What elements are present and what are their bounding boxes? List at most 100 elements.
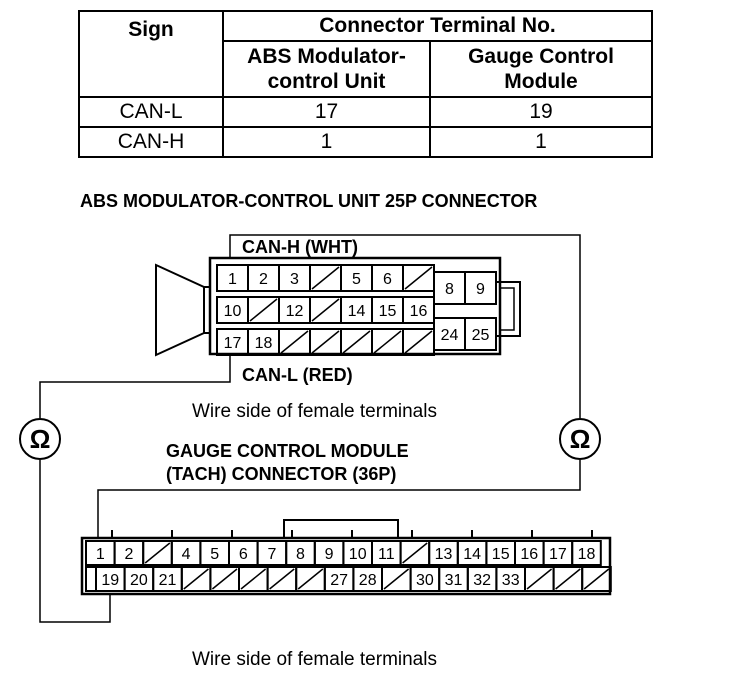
gauge-r2-10-label: 28 [359,572,377,589]
gauge-r2-4-blank-slash [183,568,209,590]
gauge-r2-12-label: 30 [416,572,434,589]
header-abs-unit: ABS Modulator- control Unit [222,40,431,98]
gauge-r1-6-label: 7 [267,546,276,563]
cell-sign: CAN-L [78,96,224,128]
cell-gauge: 1 [429,126,653,158]
gauge-r1-3-label: 4 [182,546,191,563]
abs-r0c1-label: 2 [259,271,268,288]
gauge-r2-11-blank-slash [383,568,410,590]
abs-wire-side-note: Wire side of female terminals [192,401,437,422]
header-connector-terminal: Connector Terminal No. [222,10,653,42]
abs-r0c5-label: 6 [383,271,392,288]
abs-r2c2-blank-slash [280,330,309,354]
gauge-r2-7-blank-slash [269,568,295,590]
abs-r1c6-label: 16 [410,303,428,320]
gauge-r1-4-label: 5 [210,546,219,563]
abs-r0c3-blank-slash [311,266,340,290]
cell-abs: 17 [222,96,431,128]
gauge-r2-3-label: 21 [159,572,177,589]
gauge-title-line1: GAUGE CONTROL MODULE [166,441,409,461]
abs-connector-body [208,256,502,356]
abs-right-1-cell [464,271,497,305]
ohmmeter-right-icon [559,418,601,460]
gauge-pin19-wire [39,460,111,623]
gauge-wire-side-note: Wire side of female terminals [192,649,437,670]
gauge-r1-2-blank-slash [144,542,171,564]
table-row: CAN-L 17 19 [78,96,653,128]
table-row: CAN-H 1 1 [78,126,653,158]
abs-connector-flare [155,263,205,357]
abs-right-2-label: 24 [441,327,459,344]
abs-r0c4-label: 5 [352,271,361,288]
abs-r1c5-label: 15 [379,303,397,320]
gauge-r1-1-label: 2 [124,546,133,563]
gauge-r1-9-label: 10 [349,546,367,563]
gauge-r1-10-label: 11 [378,546,395,563]
header-sign: Sign [78,10,224,98]
header-abs-line2: control Unit [267,70,386,93]
gauge-r2-13-label: 31 [445,572,463,589]
terminal-table: Sign Connector Terminal No. ABS Modulato… [78,10,653,158]
abs-r0c0-label: 1 [228,271,237,288]
abs-r0c2-label: 3 [290,271,299,288]
header-gauge-module: Gauge Control Module [429,40,653,98]
ohmmeter-left-icon [19,418,61,460]
gauge-r2-5-blank-slash [211,568,238,590]
gauge-r1-15-label: 16 [520,546,538,563]
gauge-r1-8-label: 9 [325,546,334,563]
abs-right-0-label: 8 [445,281,454,298]
gauge-r2-15-label: 33 [502,572,520,589]
gauge-r1-17-cell [571,540,602,566]
abs-r1c4-label: 14 [348,303,366,320]
gauge-r2-18-cell [581,566,612,592]
cell-gauge: 19 [429,96,653,128]
can-h-wire [229,234,581,418]
abs-r2c4-blank-slash [342,330,371,354]
gauge-r1-5-label: 6 [239,546,248,563]
ohm-symbol-right: Ω [570,424,591,454]
gauge-r2-17-blank-slash [555,568,581,590]
abs-r2c5-blank-slash [373,330,402,354]
gauge-r2-1-label: 19 [101,572,119,589]
abs-r1c0-label: 10 [224,303,242,320]
abs-r1c2-label: 12 [286,303,304,320]
abs-r1c3-blank-slash [311,298,340,322]
abs-r2c6-blank-slash [404,330,433,354]
abs-inner-latch [500,287,515,331]
gauge-r2-8-blank-slash [297,568,324,590]
gauge-r1-0-label: 1 [96,546,105,563]
can-h-label: CAN-H (WHT) [242,237,358,257]
cell-sign: CAN-H [78,126,224,158]
header-gauge-line2: Module [504,70,578,93]
abs-right-3-label: 25 [472,327,490,344]
gauge-r2-14-label: 32 [473,572,491,589]
header-abs-line1: ABS Modulator- [247,45,406,68]
gauge-pin1-wire [97,460,581,540]
gauge-r1-7-label: 8 [296,546,305,563]
gauge-r2-6-blank-slash [240,568,267,590]
abs-connector-title: ABS MODULATOR-CONTROL UNIT 25P CONNECTOR [80,191,538,211]
gauge-r1-13-label: 14 [463,546,481,563]
can-l-label: CAN-L (RED) [242,365,353,385]
abs-outer-latch [496,281,521,337]
gauge-top-latch [283,519,399,540]
can-l-wire [39,344,231,418]
gauge-r2-16-blank-slash [526,568,553,590]
gauge-title-line2: (TACH) CONNECTOR (36P) [166,464,397,484]
abs-r2c0-label: 17 [224,335,242,352]
cell-abs: 1 [222,126,431,158]
abs-r1c1-blank-slash [249,298,278,322]
abs-r2c3-blank-slash [311,330,340,354]
gauge-r1-11-blank-slash [402,542,428,564]
ohm-symbol-left: Ω [30,424,51,454]
header-gauge-line1: Gauge Control [468,45,614,68]
abs-r0c6-blank-slash [404,266,433,290]
gauge-r1-14-label: 15 [492,546,510,563]
abs-right-3-cell [464,317,497,351]
gauge-r1-16-label: 17 [549,546,567,563]
gauge-r2-18-blank-slash [583,568,610,590]
